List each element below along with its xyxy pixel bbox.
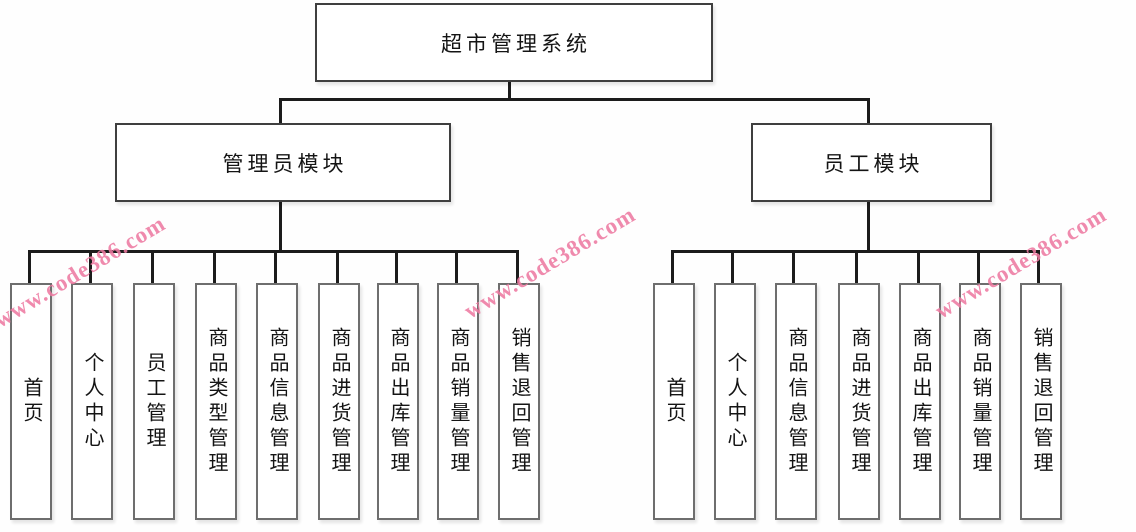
stub-admin-child bbox=[455, 250, 458, 285]
stub-admin-child bbox=[395, 250, 398, 285]
connector-admin-top bbox=[279, 98, 282, 126]
stub-admin-child bbox=[151, 250, 154, 285]
leaf-label: 首页 bbox=[20, 376, 42, 427]
connector-admin-down bbox=[279, 196, 282, 253]
leaf-label: 商品信息管理 bbox=[266, 326, 288, 477]
watermark: www.code386.com bbox=[459, 201, 640, 324]
leaf-label: 商品销量管理 bbox=[969, 326, 991, 477]
leaf-box: 商品出库管理 bbox=[377, 283, 419, 520]
admin-module-label: 管理员模块 bbox=[222, 151, 348, 176]
stub-staff-child bbox=[977, 250, 980, 285]
root-box: 超市管理系统 bbox=[315, 3, 713, 82]
leaf-box: 商品类型管理 bbox=[195, 283, 237, 520]
stub-admin-child bbox=[89, 250, 92, 285]
leaf-box: 商品进货管理 bbox=[318, 283, 360, 520]
root-label: 超市管理系统 bbox=[441, 31, 591, 56]
leaf-box: 商品出库管理 bbox=[899, 283, 941, 520]
leaf-box: 首页 bbox=[653, 283, 695, 520]
leaf-box: 商品销量管理 bbox=[959, 283, 1001, 520]
leaf-box: 销售退回管理 bbox=[498, 283, 540, 520]
stub-admin-child bbox=[274, 250, 277, 285]
leaf-label: 商品进货管理 bbox=[328, 326, 350, 477]
leaf-box: 首页 bbox=[10, 283, 52, 520]
rail-admin-children bbox=[28, 250, 519, 253]
stub-staff-child bbox=[917, 250, 920, 285]
staff-module-box: 员工模块 bbox=[751, 123, 992, 202]
leaf-label: 商品出库管理 bbox=[387, 326, 409, 477]
leaf-box: 个人中心 bbox=[71, 283, 113, 520]
leaf-label: 商品类型管理 bbox=[205, 326, 227, 477]
connector-staff-top bbox=[867, 98, 870, 126]
stub-admin-child bbox=[336, 250, 339, 285]
stub-admin-child bbox=[28, 250, 31, 285]
leaf-box: 商品信息管理 bbox=[256, 283, 298, 520]
leaf-label: 销售退回管理 bbox=[1030, 326, 1052, 477]
leaf-label: 商品信息管理 bbox=[785, 326, 807, 477]
stub-admin-child bbox=[213, 250, 216, 285]
leaf-label: 个人中心 bbox=[724, 351, 746, 452]
leaf-box: 商品进货管理 bbox=[838, 283, 880, 520]
leaf-box: 员工管理 bbox=[133, 283, 175, 520]
stub-staff-child bbox=[731, 250, 734, 285]
leaf-label: 员工管理 bbox=[143, 351, 165, 452]
leaf-box: 个人中心 bbox=[714, 283, 756, 520]
leaf-label: 商品进货管理 bbox=[848, 326, 870, 477]
leaf-label: 商品出库管理 bbox=[909, 326, 931, 477]
leaf-box: 商品信息管理 bbox=[775, 283, 817, 520]
stub-staff-child bbox=[671, 250, 674, 285]
connector-staff-down bbox=[867, 196, 870, 253]
leaf-label: 商品销量管理 bbox=[447, 326, 469, 477]
leaf-box: 商品销量管理 bbox=[437, 283, 479, 520]
leaf-label: 首页 bbox=[663, 376, 685, 427]
connector-level1-rail bbox=[280, 98, 870, 101]
connector-root-down bbox=[508, 76, 511, 100]
leaf-label: 销售退回管理 bbox=[508, 326, 530, 477]
leaf-box: 销售退回管理 bbox=[1020, 283, 1062, 520]
stub-staff-child bbox=[855, 250, 858, 285]
admin-module-box: 管理员模块 bbox=[115, 123, 451, 202]
stub-admin-child bbox=[516, 250, 519, 285]
staff-module-label: 员工模块 bbox=[823, 151, 924, 176]
leaf-label: 个人中心 bbox=[81, 351, 103, 452]
stub-staff-child bbox=[1037, 250, 1040, 285]
stub-staff-child bbox=[792, 250, 795, 285]
